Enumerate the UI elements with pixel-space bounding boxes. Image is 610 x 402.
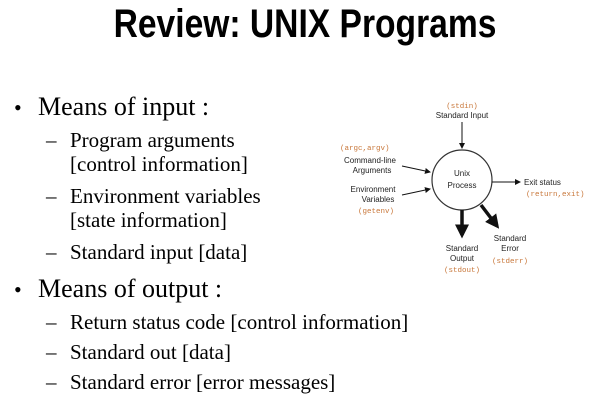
stderr-label-1: Standard bbox=[494, 234, 526, 243]
input-item-args-line2: [control information] bbox=[70, 152, 248, 176]
slide-title: Review: UNIX Programs bbox=[113, 2, 497, 46]
process-label-1: Unix bbox=[454, 169, 470, 178]
input-item-stdin-line1: Standard input [data] bbox=[70, 240, 248, 264]
output-item-stdout: –Standard out [data] bbox=[46, 340, 231, 365]
args-label-1: Command-line bbox=[344, 156, 397, 165]
input-heading: • Means of input : bbox=[14, 92, 209, 123]
stderr-label-2: Error bbox=[501, 244, 519, 253]
bullet-dot: • bbox=[14, 95, 22, 120]
input-item-env: –Environment variables bbox=[46, 184, 261, 209]
input-item-args: –Program arguments bbox=[46, 128, 235, 153]
output-heading: • Means of output : bbox=[14, 274, 222, 305]
dash: – bbox=[46, 310, 57, 334]
input-heading-text: Means of input : bbox=[38, 92, 210, 121]
input-item-stdin: –Standard input [data] bbox=[46, 240, 247, 265]
input-item-args-line1: Program arguments bbox=[70, 128, 235, 152]
env-code: (getenv) bbox=[358, 208, 394, 216]
output-heading-text: Means of output : bbox=[38, 274, 223, 303]
env-arrow bbox=[401, 187, 431, 196]
output-item-stdout-line1: Standard out [data] bbox=[70, 340, 231, 364]
env-label-2: Variables bbox=[362, 195, 395, 204]
exit-label: Exit status bbox=[524, 178, 561, 187]
process-label-2: Process bbox=[448, 181, 477, 190]
env-label-1: Environment bbox=[351, 185, 397, 194]
exit-code: (return,exit) bbox=[526, 191, 585, 199]
stdin-code: (stdin) bbox=[446, 103, 478, 111]
process-circle bbox=[431, 149, 493, 211]
output-item-status: –Return status code [control information… bbox=[46, 310, 408, 335]
stderr-code: (stderr) bbox=[492, 258, 528, 266]
dash: – bbox=[46, 340, 57, 364]
stdout-code: (stdout) bbox=[444, 267, 480, 275]
stderr-arrow bbox=[479, 203, 500, 229]
bullet-dot: • bbox=[14, 277, 22, 302]
args-arrow bbox=[401, 165, 431, 174]
input-item-env-line1: Environment variables bbox=[70, 184, 261, 208]
stdin-label: Standard Input bbox=[436, 111, 489, 120]
dash: – bbox=[46, 128, 57, 152]
args-code: (argc,argv) bbox=[340, 145, 390, 153]
stdout-label-1: Standard bbox=[446, 244, 478, 253]
dash: – bbox=[46, 184, 57, 208]
output-item-stderr-line1: Standard error [error messages] bbox=[70, 370, 336, 394]
dash: – bbox=[46, 370, 57, 394]
input-item-env-line2: [state information] bbox=[70, 208, 227, 232]
dash: – bbox=[46, 240, 57, 264]
output-item-status-line1: Return status code [control information] bbox=[70, 310, 409, 334]
output-item-stderr: –Standard error [error messages] bbox=[46, 370, 335, 395]
args-label-2: Arguments bbox=[353, 166, 392, 175]
stdout-label-2: Output bbox=[450, 254, 475, 263]
